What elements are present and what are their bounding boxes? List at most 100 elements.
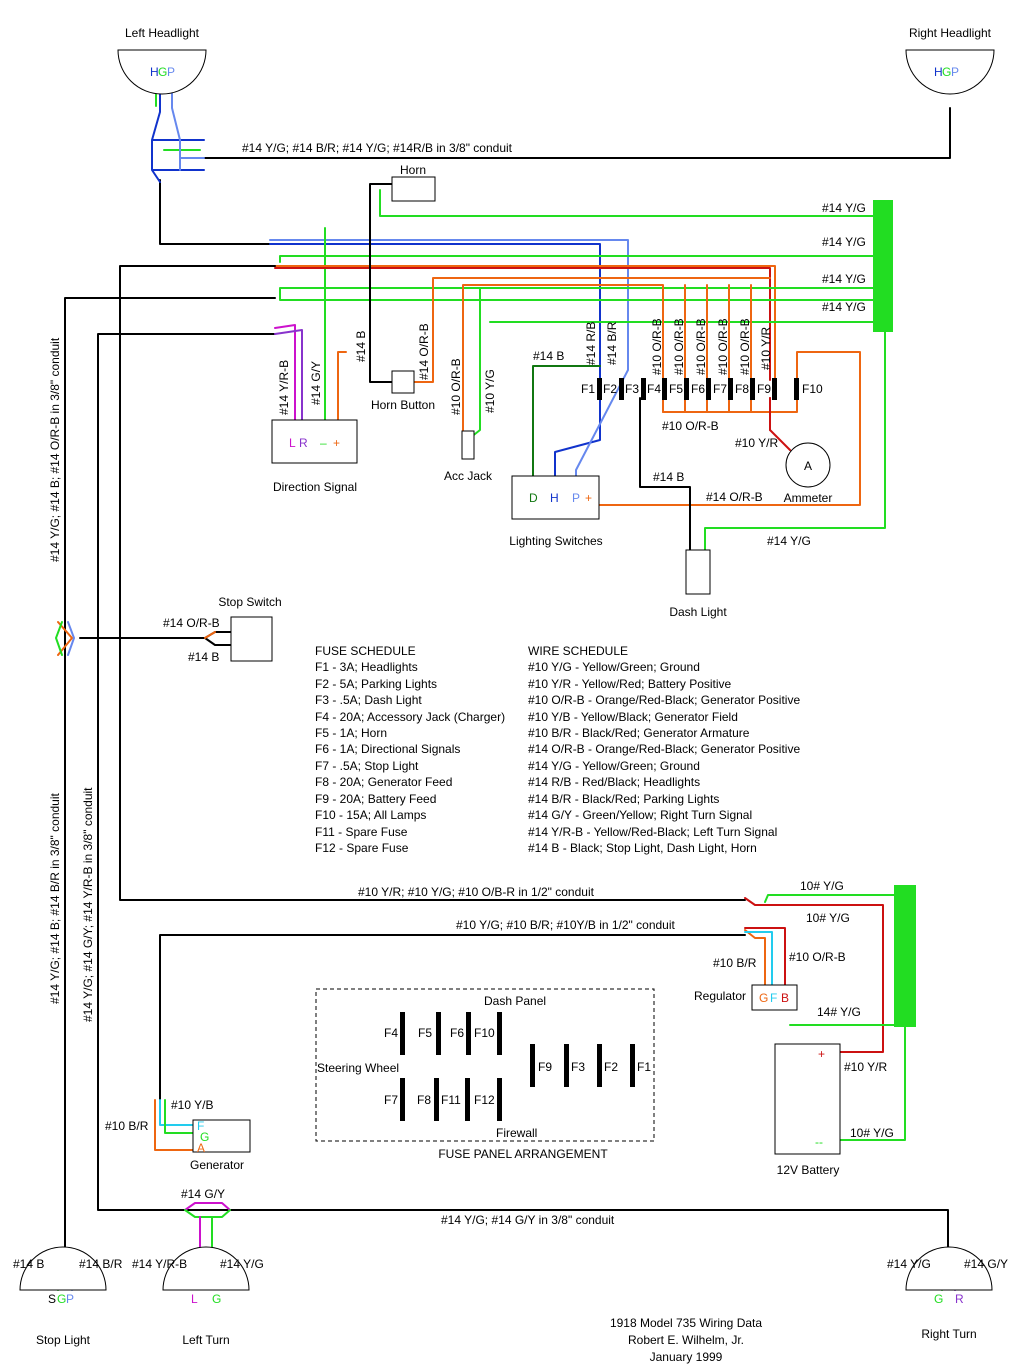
ammeter-label: Ammeter bbox=[784, 491, 833, 505]
panel-fuse-f8-label: F8 bbox=[417, 1093, 431, 1107]
panel-fuse-f4-label: F4 bbox=[384, 1026, 398, 1040]
wires bbox=[55, 81, 956, 1291]
horn-label: Horn bbox=[400, 163, 426, 177]
left-headlight-feed-wire bbox=[159, 179, 276, 245]
wire-schedule-item: #14 B/R - Black/Red; Parking Lights bbox=[528, 792, 719, 806]
credits-line-3: January 1999 bbox=[650, 1350, 723, 1364]
right-headlight: Right Headlight H G P bbox=[905, 26, 995, 95]
generator-label: Generator bbox=[190, 1158, 244, 1172]
fuse-panel-steering-label: Steering Wheel bbox=[317, 1061, 399, 1075]
gen-br-label: #10 B/R bbox=[105, 1119, 149, 1133]
bus-yg-3-wire bbox=[279, 287, 876, 301]
fuse-orb-2-label: #10 O/R-B bbox=[672, 318, 686, 375]
left-headlight: Left Headlight H G P bbox=[117, 26, 207, 95]
gen-cyan-wire bbox=[159, 1099, 196, 1126]
bus-yg-2-label: #14 Y/G bbox=[822, 235, 866, 249]
left-trunk-2-wire bbox=[64, 297, 276, 621]
left-conduit-3-label: #14 Y/G; #14 G/Y; #14 Y/R-B in 3/8" cond… bbox=[81, 787, 95, 1022]
wire-schedule-item: #10 Y/B - Yellow/Black; Generator Field bbox=[528, 710, 738, 724]
gen-orange-wire bbox=[154, 1099, 196, 1151]
left-headlight-pin-h: H bbox=[150, 65, 159, 79]
wire-schedule-item: #14 G/Y - Green/Yellow; Right Turn Signa… bbox=[528, 808, 752, 822]
stop-b-label: #14 B bbox=[188, 650, 219, 664]
reg-red-wire bbox=[744, 897, 884, 1053]
panel-fuse-f2-label: F2 bbox=[604, 1060, 618, 1074]
ammeter-circle bbox=[785, 442, 831, 488]
wire-schedule-item: #14 Y/R-B - Yellow/Red-Black; Left Turn … bbox=[528, 825, 777, 839]
lighting-switches-box bbox=[511, 475, 600, 520]
reg-orb-label: #10 O/R-B bbox=[789, 950, 846, 964]
bat-yr-label: #10 Y/R bbox=[844, 1060, 887, 1074]
fuse-br-label: #14 B/R bbox=[605, 321, 619, 365]
rt-pin-r: R bbox=[955, 1292, 964, 1306]
wire-schedule-item: #10 B/R - Black/Red; Generator Armature bbox=[528, 726, 750, 740]
acc-yg-label: #10 Y/G bbox=[483, 369, 497, 413]
acc-jack-box bbox=[461, 430, 475, 460]
fuse-panel-firewall-label: Firewall bbox=[496, 1126, 537, 1140]
left-headlight-pin-g: G bbox=[158, 65, 167, 79]
fuse-schedule-item: F9 - 20A; Battery Feed bbox=[315, 792, 436, 806]
right-headlight-pin-h: H bbox=[934, 65, 943, 79]
dash-yg-label: #14 Y/G bbox=[767, 534, 811, 548]
direction-signal-box bbox=[271, 419, 358, 464]
fuse-orb-1-label: #10 O/R-B bbox=[650, 318, 664, 375]
fuse-orb-5-label: #10 O/R-B bbox=[738, 318, 752, 375]
right-headlight-pin-g: G bbox=[942, 65, 951, 79]
ds-pin-minus: – bbox=[320, 436, 327, 450]
ammeter-symbol: A bbox=[804, 459, 812, 473]
fuse-orb-3-label: #10 O/R-B bbox=[694, 318, 708, 375]
bus-orange-wire bbox=[269, 265, 776, 381]
reg-red-wire-2 bbox=[744, 927, 786, 986]
reg-orange-wire bbox=[744, 929, 766, 986]
left-conduit-label: #14 Y/G; #14 B; #14 O/R-B in 3/8" condui… bbox=[48, 337, 62, 562]
stop-switch-box bbox=[230, 616, 273, 662]
fuse-f7-label: F7 bbox=[713, 382, 727, 396]
left-trunk-1-wire bbox=[119, 265, 746, 901]
sl-b-label: #14 B bbox=[13, 1257, 44, 1271]
fuse-f3-label: F3 bbox=[625, 382, 639, 396]
fuse-schedule-item: F4 - 20A; Accessory Jack (Charger) bbox=[315, 710, 505, 724]
headlight-conduit-label: #14 Y/G; #14 B/R; #14 Y/G; #14R/B in 3/8… bbox=[242, 141, 513, 155]
fuse-schedule-item: F1 - 3A; Headlights bbox=[315, 660, 418, 674]
bus-yg-1-label: #14 Y/G bbox=[822, 201, 866, 215]
panel-fuse-f7-label: F7 bbox=[384, 1093, 398, 1107]
wire-schedule-item: #10 Y/R - Yellow/Red; Battery Positive bbox=[528, 677, 732, 691]
fuse-f5-mark bbox=[684, 378, 689, 400]
panel-fuse-f9-label: F9 bbox=[538, 1060, 552, 1074]
lt-yrb-label: #14 Y/R-B bbox=[132, 1257, 187, 1271]
fuse-schedule-item: F12 - Spare Fuse bbox=[315, 841, 409, 855]
horn-button-label: Horn Button bbox=[371, 398, 435, 412]
dash-b-label: #14 B bbox=[653, 470, 684, 484]
panel-fuse-f1-label: F1 bbox=[637, 1060, 651, 1074]
fuse-f2-label: F2 bbox=[603, 382, 617, 396]
right-turn-lamp bbox=[905, 1246, 993, 1291]
bat-yg-label: 10# Y/G bbox=[850, 1126, 894, 1140]
fuse-schedule-item: F10 - 15A; All Lamps bbox=[315, 808, 426, 822]
bus-blue-wire bbox=[269, 243, 601, 479]
lt-pin-g: G bbox=[212, 1292, 221, 1306]
rt-yg-label: #14 Y/G bbox=[887, 1257, 931, 1271]
bus-lightblue-wire bbox=[269, 239, 629, 479]
sl-br-label: #14 B/R bbox=[79, 1257, 123, 1271]
panel-fuse-f5-mark bbox=[436, 1012, 441, 1055]
lt-pin-l: L bbox=[191, 1292, 198, 1306]
left-conduit-2-label: #14 Y/G; #14 B; #14 B/R in 3/8" conduit bbox=[48, 792, 62, 1004]
reg-yg-3-label: 14# Y/G bbox=[817, 1005, 861, 1019]
ammeter-yr-label: #10 Y/R bbox=[735, 436, 778, 450]
panel-fuse-f6-mark bbox=[466, 1012, 471, 1055]
stop-lightblue-wire bbox=[67, 621, 75, 656]
fuse-panel-caption: FUSE PANEL ARRANGEMENT bbox=[438, 1147, 608, 1161]
fuse-f4-label: F4 bbox=[647, 382, 661, 396]
lsw-pin-d: D bbox=[529, 491, 538, 505]
stop-light-lamp bbox=[19, 1246, 107, 1291]
horn-b-label: #14 B bbox=[354, 331, 368, 362]
lsw-orb-label: #14 O/R-B bbox=[706, 490, 763, 504]
fuse-f4-mark bbox=[662, 378, 667, 400]
gen-pin-a: A bbox=[197, 1141, 205, 1155]
panel-fuse-f2-mark bbox=[597, 1044, 602, 1087]
stop-green-wire bbox=[55, 621, 63, 656]
headlight-connector-blue bbox=[151, 81, 205, 183]
panel-fuse-f11-label: F11 bbox=[441, 1093, 461, 1107]
ground-bus-bar bbox=[873, 200, 893, 332]
ds-orange-wire bbox=[337, 351, 347, 421]
